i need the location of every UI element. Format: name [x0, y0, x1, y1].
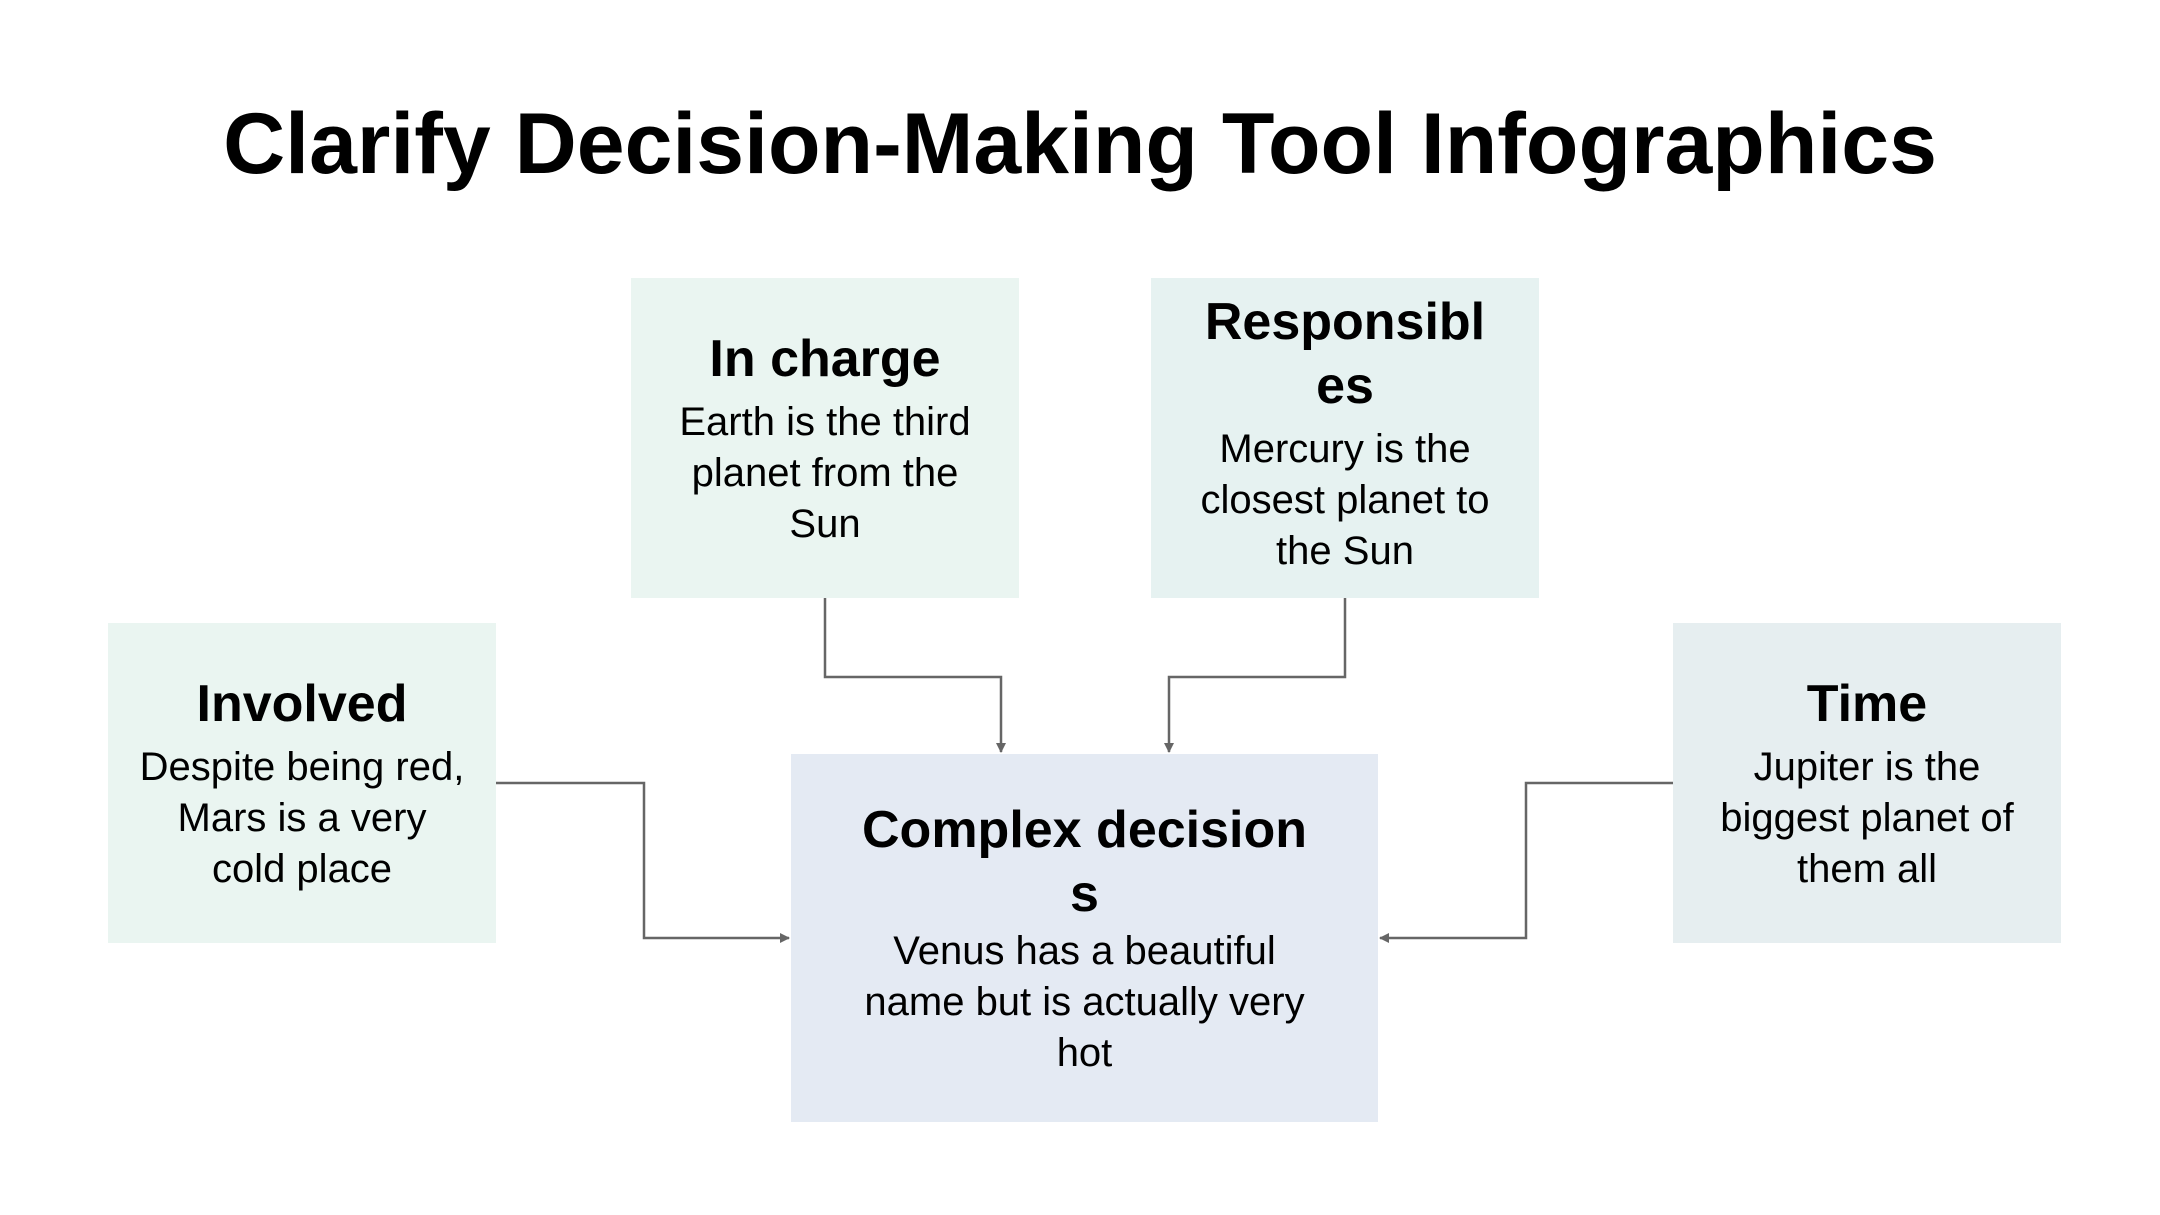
card-in-charge-heading: In charge [709, 329, 941, 388]
card-responsible-body: Mercury is the closest planet to the Sun [1200, 426, 1490, 573]
connector-in-charge [823, 598, 1006, 753]
card-involved: Involved Despite being red, Mars is a ve… [108, 623, 496, 943]
connector-responsible [1164, 598, 1347, 753]
card-involved-body: Despite being red, Mars is a very cold p… [139, 744, 465, 891]
card-involved-heading: Involved [196, 674, 408, 733]
card-responsible-heading: Responsibles [1204, 292, 1486, 415]
card-in-charge: In charge Earth is the third planet from… [631, 278, 1019, 598]
card-time-heading: Time [1806, 674, 1928, 733]
card-complex-heading: Complex decisions [862, 800, 1307, 923]
connector-involved [496, 781, 790, 943]
card-time-body: Jupiter is the biggest planet of them al… [1720, 744, 2014, 891]
card-complex-body: Venus has a beautiful name but is actual… [864, 928, 1305, 1075]
card-in-charge-body: Earth is the third planet from the Sun [679, 399, 971, 546]
card-complex-decisions: Complex decisions Venus has a beautiful … [791, 754, 1378, 1122]
page-title: Clarify Decision-Making Tool Infographic… [223, 96, 1937, 192]
card-time: Time Jupiter is the biggest planet of th… [1673, 623, 2061, 943]
connector-time [1379, 781, 1673, 943]
card-responsible: Responsibles Mercury is the closest plan… [1151, 278, 1539, 598]
